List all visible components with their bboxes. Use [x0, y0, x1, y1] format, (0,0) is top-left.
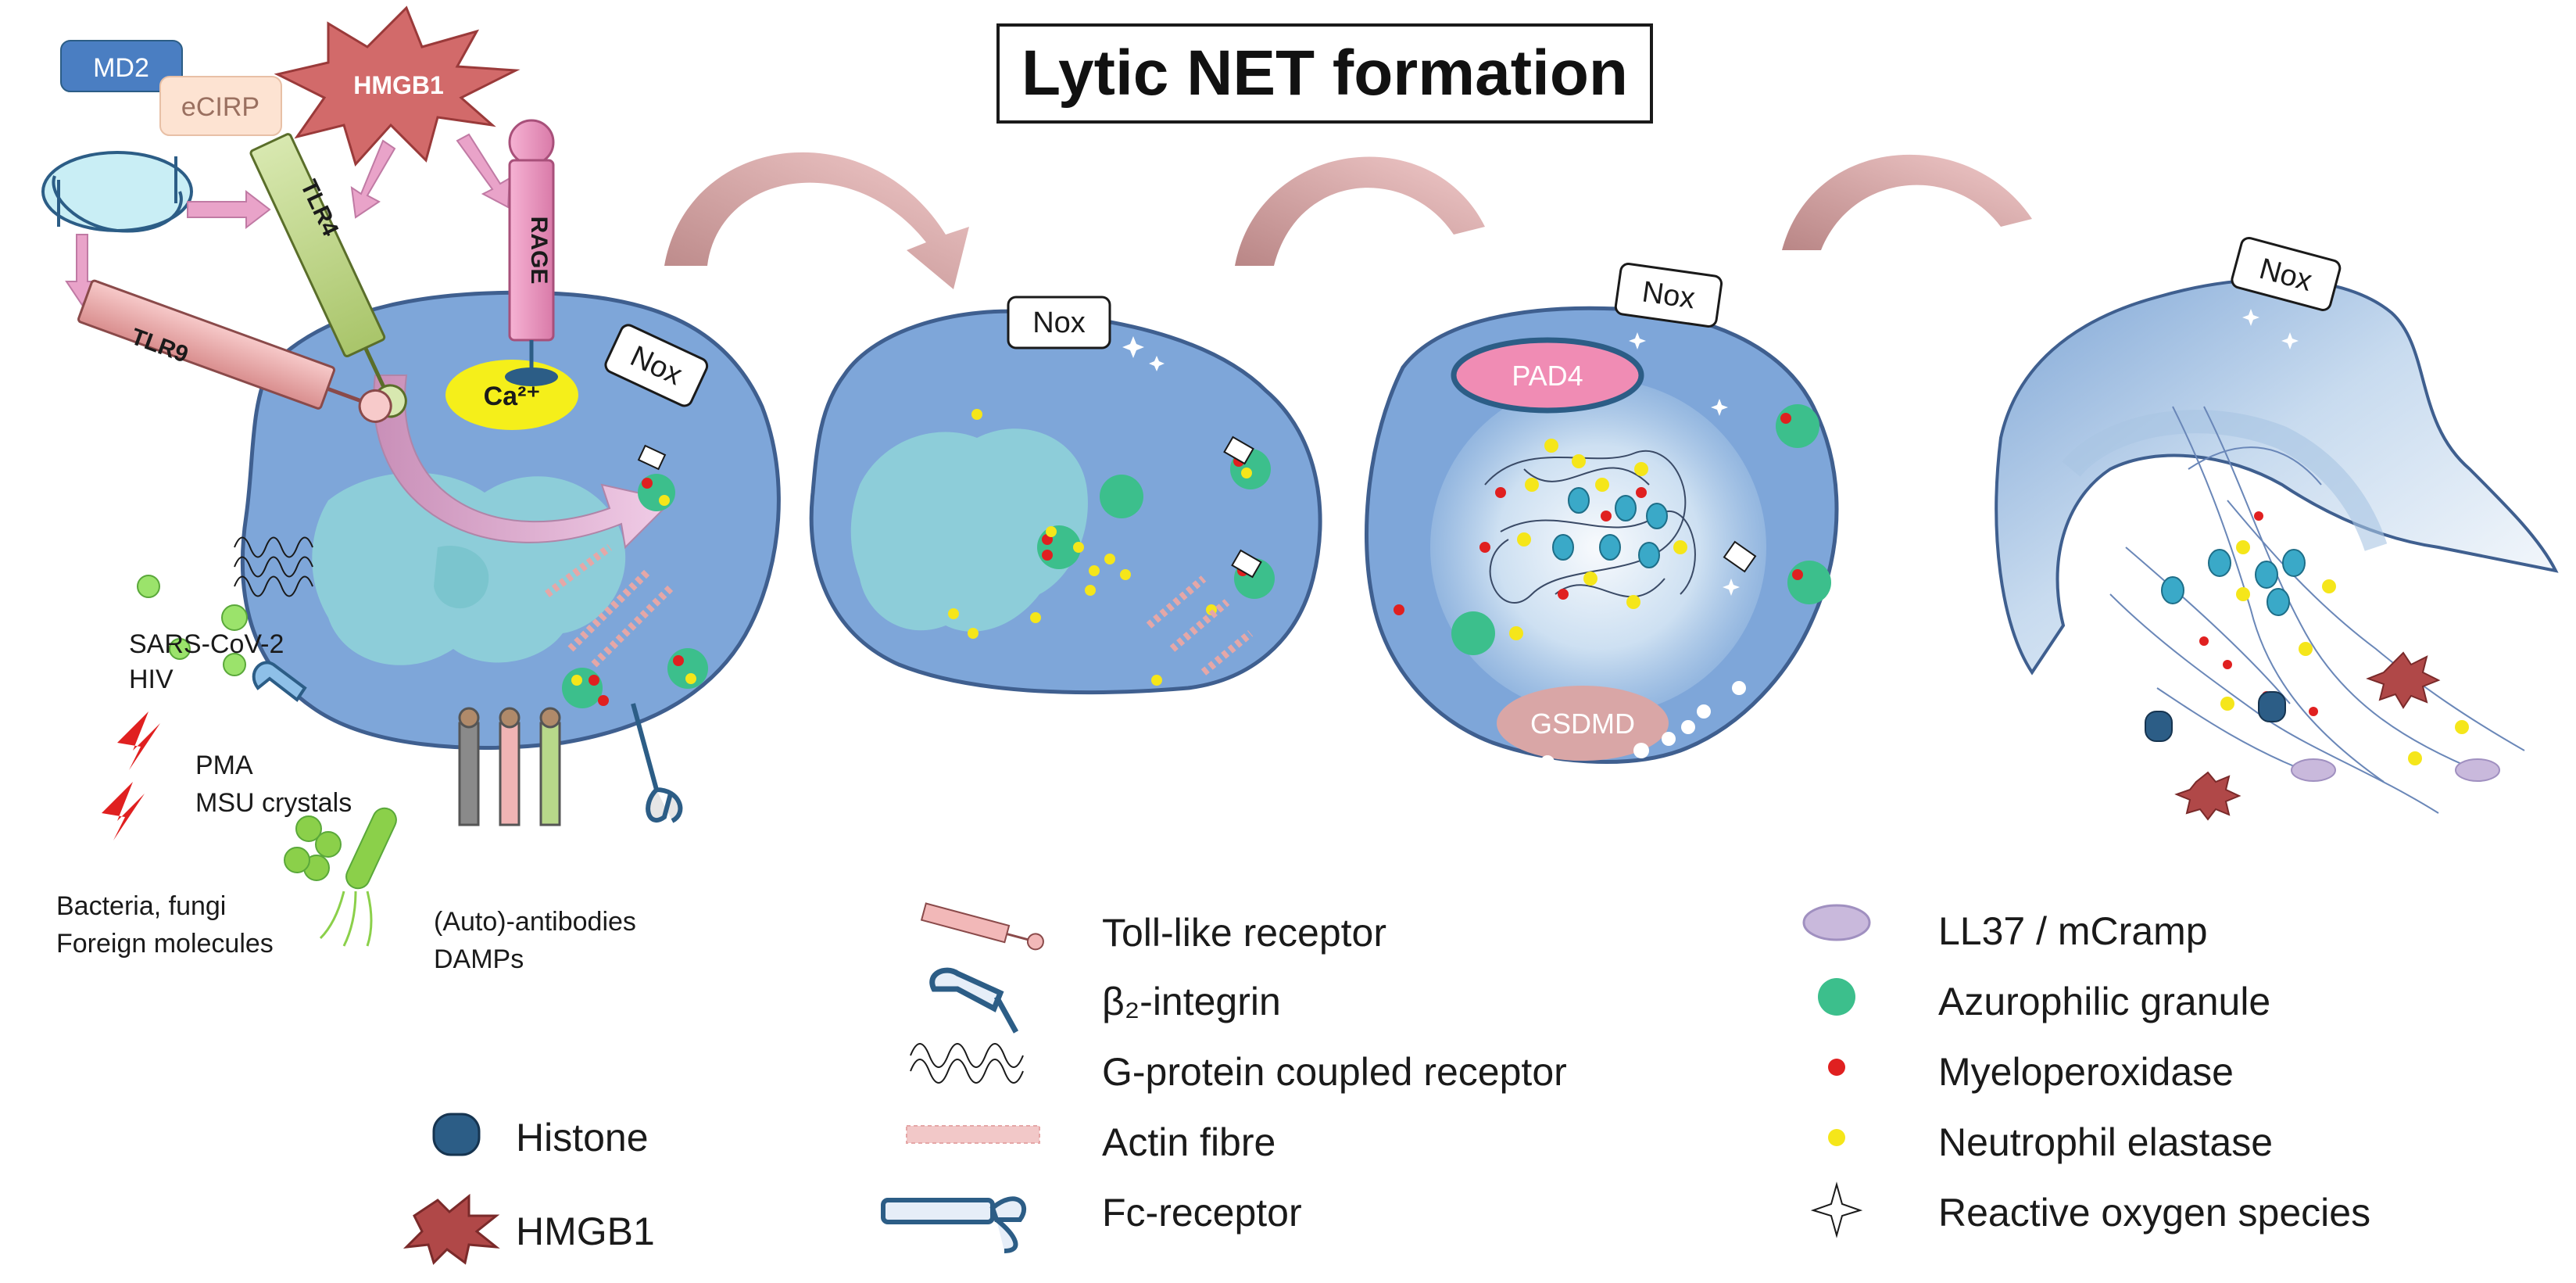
legend-ll37-icon [1802, 904, 1871, 941]
gpcr-receptor [234, 536, 313, 597]
integrin-receptor [252, 661, 307, 702]
bacteria-label-line2: Foreign molecules [56, 929, 274, 959]
hmgb1-label: HMGB1 [353, 71, 444, 99]
legend-histone-icon [432, 1113, 481, 1156]
net-mpo [2199, 511, 2318, 716]
cell-2-nox-box [1007, 296, 1111, 349]
pad4-ellipse [1451, 337, 1644, 414]
legend-gpcr-icon [910, 1043, 1024, 1084]
transition-arc-3 [1782, 154, 2032, 250]
cell-1-granule [562, 668, 603, 708]
cell-1-nox-small [637, 444, 667, 471]
cell-3-elastase [1509, 439, 1687, 640]
calcium-label: Ca²⁺ [484, 382, 541, 411]
rage-label: RAGE [526, 217, 552, 285]
legend-ll37-label: LL37 / mCramp [1938, 909, 2208, 953]
legend-hmgb1-label: HMGB1 [516, 1210, 655, 1253]
fc-receptor-shape [631, 703, 683, 823]
cell-3-pores [1540, 681, 1746, 769]
legend-elastase-label: Neutrophil elastase [1938, 1120, 2273, 1164]
cell-3-mpo [1394, 487, 1647, 615]
legend-mpo-icon [1828, 1059, 1845, 1076]
page-title: Lytic NET formation [1021, 38, 1628, 109]
md2-label: MD2 [93, 53, 149, 83]
cell-4-membrane [1995, 278, 2559, 676]
legend-histone-label: Histone [516, 1116, 649, 1159]
legend-hmgb1-icon [402, 1193, 500, 1265]
net-histones [2161, 549, 2306, 616]
cell-1-nucleus-lobe [434, 546, 489, 609]
msu-label: MSU crystals [195, 788, 352, 818]
bacteria-label-line1: Bacteria, fungi [56, 891, 226, 921]
cell-1-mpo [598, 695, 609, 706]
gsdmd-ellipse [1497, 686, 1669, 761]
cell-1-nox-box [604, 324, 709, 407]
cell-3-nox-box [1614, 263, 1723, 328]
legend-ros-label: Reactive oxygen species [1938, 1191, 2370, 1235]
cell-1-elastase [571, 675, 582, 686]
legend-ros-icon [1810, 1181, 1863, 1238]
ecirp-box [159, 76, 282, 136]
net-ll37 [2291, 758, 2500, 782]
legend: Histone HMGB1 Toll-like receptor β₂-inte… [402, 902, 2370, 1265]
transition-arc-2 [1235, 156, 1485, 266]
antibodies-label-line1: (Auto)-antibodies [434, 907, 636, 937]
legend-elastase-icon [1828, 1129, 1845, 1146]
legend-gpcr-label: G-protein coupled receptor [1102, 1050, 1567, 1094]
legend-integrin-icon [929, 967, 1019, 1034]
legend-integrin-label: β₂-integrin [1102, 980, 1281, 1023]
cell-1-mpo [642, 478, 653, 489]
net-hmgb1 [2174, 651, 2441, 821]
cell-2-nox-label: Nox [1032, 306, 1086, 339]
cell-3: PAD4 GSDMD Nox [1365, 263, 1839, 769]
cell-4-nox-box [2231, 237, 2342, 311]
cell-1-actin-fibres [545, 544, 675, 668]
rage-receptor [505, 119, 558, 386]
net-elastase [2220, 540, 2469, 765]
legend-fc-icon [881, 1196, 1026, 1253]
cell-4: Nox [1995, 237, 2559, 821]
legend-tlr-label: Toll-like receptor [1102, 911, 1386, 955]
cell-1-elastase [659, 495, 670, 506]
cell-3-nox-label: Nox [1640, 275, 1697, 315]
legend-actin-icon [906, 1125, 1040, 1144]
virus-label-line1: SARS-CoV-2 [129, 629, 284, 659]
legend-mpo-label: Myeloperoxidase [1938, 1050, 2234, 1094]
transition-arrow-1 [664, 152, 969, 289]
bacteria-icon [284, 807, 397, 947]
cell-2-ros [1122, 336, 1165, 371]
title-box: Lytic NET formation [996, 23, 1653, 124]
cell-2-nucleus [850, 428, 1088, 632]
legend-azurophilic-icon [1818, 978, 1855, 1016]
cell-3-histones [1552, 487, 1668, 568]
legend-actin-label: Actin fibre [1102, 1120, 1275, 1164]
pma-crystals-icon [102, 711, 160, 840]
legend-azurophilic-label: Azurophilic granule [1938, 980, 2270, 1023]
net-free-histones [2145, 691, 2286, 742]
fc-receptors [458, 707, 561, 826]
cell-4-ros [2242, 309, 2299, 349]
cell-1-elastase [685, 673, 696, 684]
cell-1-mpo [589, 675, 599, 686]
hmgb1-star [274, 5, 521, 167]
legend-fc-label: Fc-receptor [1102, 1191, 1302, 1235]
virus-barrel-icon [41, 151, 193, 233]
md2-box [60, 40, 183, 92]
pad4-label: PAD4 [1512, 360, 1583, 392]
cell-1-signaling-arrow [373, 375, 674, 550]
virus-label-line2: HIV [129, 665, 174, 694]
pma-label: PMA [195, 751, 253, 780]
gsdmd-label: GSDMD [1530, 708, 1635, 740]
antibodies-label-line2: DAMPs [434, 944, 524, 974]
cell-2-actin-fibres [1146, 575, 1254, 676]
tlr9-receptor [77, 279, 392, 423]
legend-tlr-icon [920, 902, 1044, 951]
ecirp-label: eCIRP [181, 92, 259, 122]
cell-2: Nox [809, 296, 1322, 695]
cell-2-elastase [948, 409, 1252, 686]
cell-3-ros [1629, 332, 1740, 596]
virus-particles [137, 575, 248, 676]
cell-1-mpo [673, 655, 684, 666]
